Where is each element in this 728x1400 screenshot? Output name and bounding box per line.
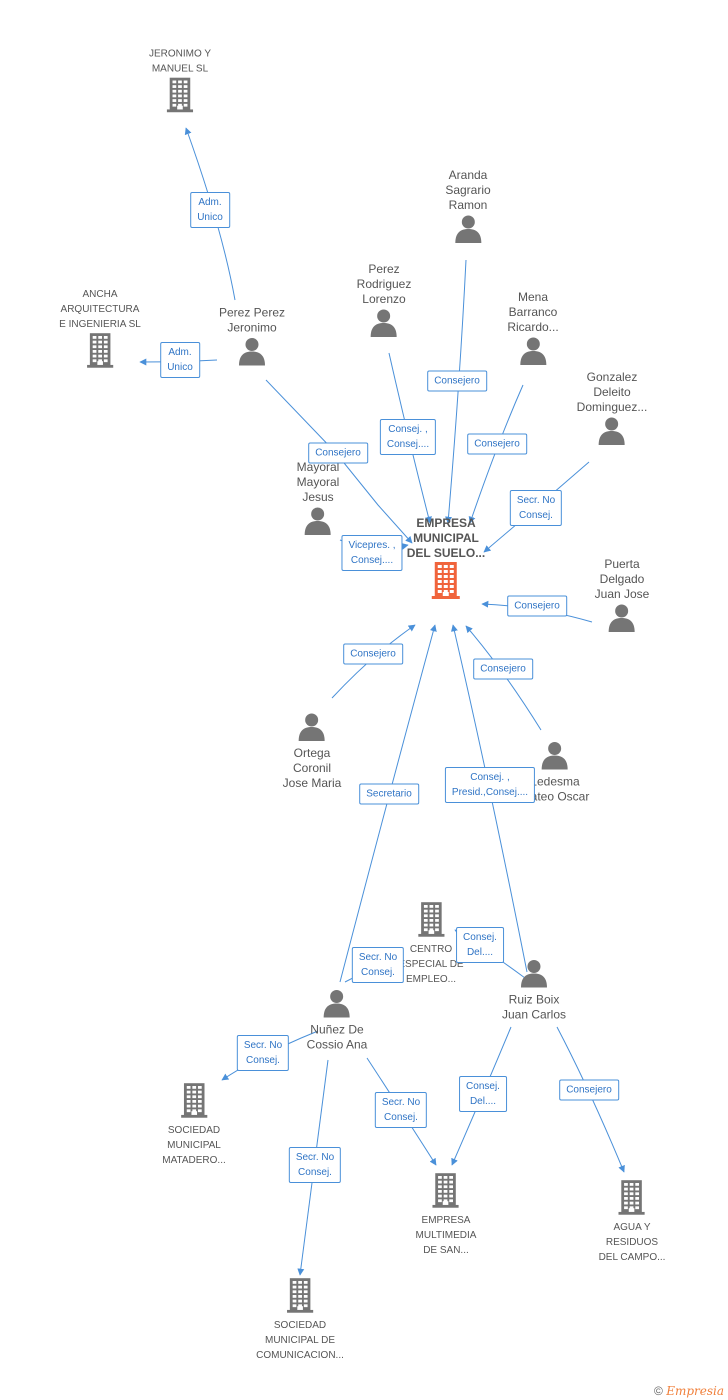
edge-role-label[interactable]: Consej. ,Presid.,Consej.... — [444, 767, 536, 803]
person-icon — [595, 602, 650, 637]
person-icon — [357, 307, 412, 342]
edge-role-label[interactable]: Consej. ,Consej.... — [379, 419, 437, 455]
building-icon — [407, 561, 485, 604]
person-icon — [507, 335, 558, 370]
edge-role-label[interactable]: Secretario — [359, 783, 419, 805]
edge-role-label[interactable]: Consejero — [343, 643, 403, 665]
edge-role-label[interactable]: Consej.Del.... — [456, 927, 504, 963]
edge-role-label[interactable]: Adm.Unico — [160, 342, 200, 378]
edge-role-label[interactable]: Consejero — [473, 658, 533, 680]
person-icon — [283, 711, 342, 746]
person-icon — [577, 415, 648, 450]
building-icon — [149, 77, 211, 118]
edge-role-label[interactable]: Consejero — [308, 442, 368, 464]
edge-line-aranda-to-main — [445, 259, 467, 524]
edge-role-label[interactable]: Consejero — [467, 433, 527, 455]
building-icon — [256, 1277, 344, 1318]
building-icon — [59, 332, 141, 373]
person-icon — [502, 958, 566, 993]
building-icon — [398, 901, 463, 942]
person-icon — [219, 336, 285, 371]
edge-role-label[interactable]: Consejero — [427, 370, 487, 392]
brand-logo[interactable]: Empresia — [666, 1384, 724, 1398]
footer: © Empresia — [654, 1384, 724, 1398]
edge-role-label[interactable]: Consej.Del.... — [459, 1076, 507, 1112]
person-icon — [307, 988, 368, 1023]
building-icon — [416, 1172, 477, 1213]
building-icon — [162, 1082, 226, 1123]
person-icon — [521, 740, 590, 775]
person-icon — [445, 213, 490, 248]
edge-role-label[interactable]: Consejero — [507, 595, 567, 617]
edge-role-label[interactable]: Adm.Unico — [190, 192, 230, 228]
building-icon — [599, 1179, 666, 1220]
edge-role-label[interactable]: Vicepres. ,Consej.... — [341, 535, 403, 571]
edge-line-perez_perez-to-main — [265, 379, 413, 544]
edge-role-label[interactable]: Consejero — [559, 1079, 619, 1101]
person-icon — [297, 505, 340, 540]
copyright-symbol: © — [654, 1384, 663, 1398]
